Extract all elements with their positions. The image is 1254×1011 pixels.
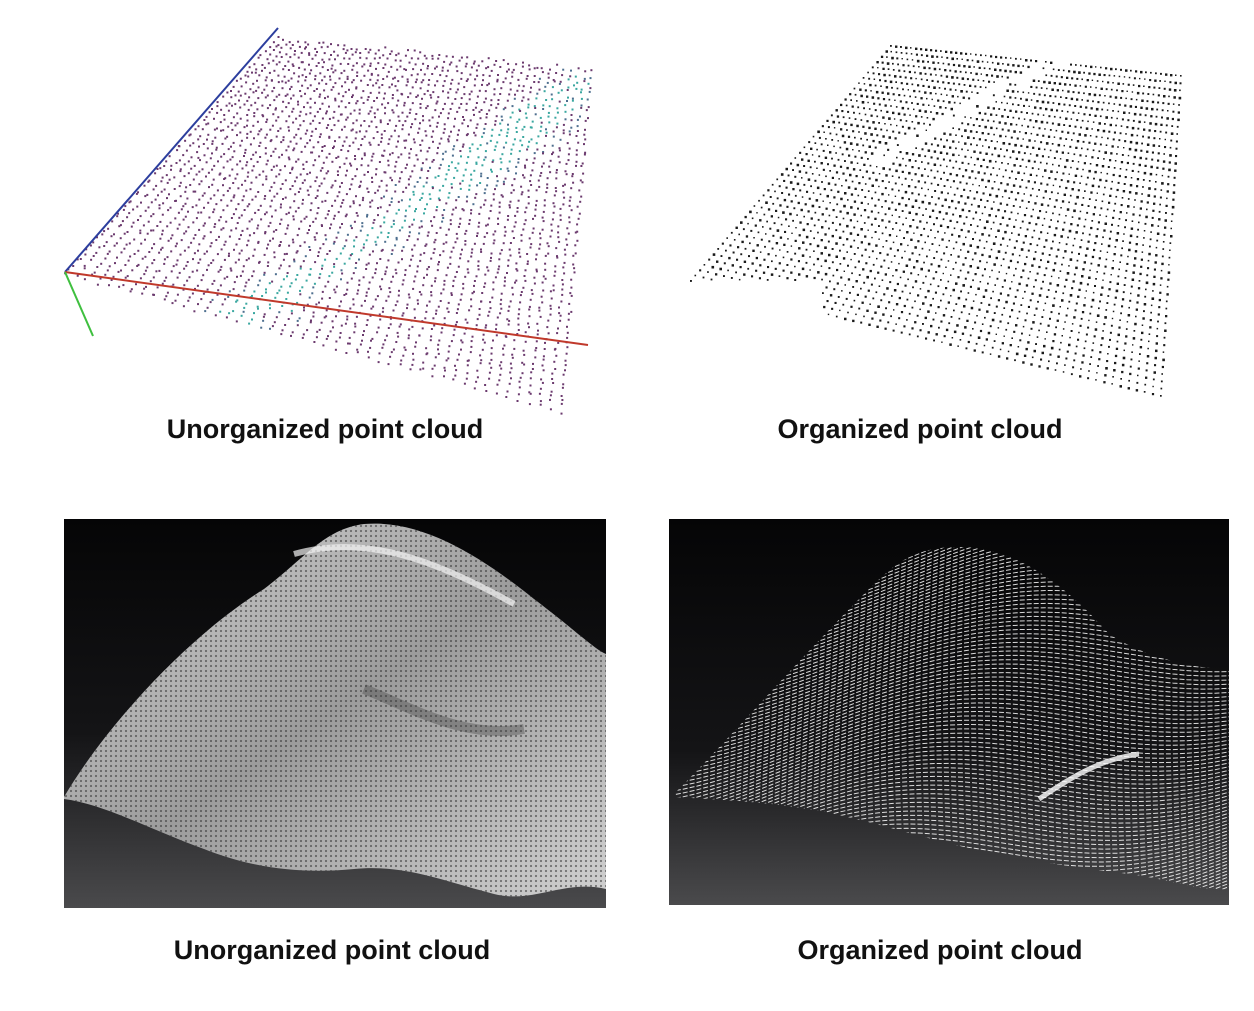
panel-top-right (670, 30, 1210, 410)
caption-bottom-left: Unorganized point cloud (173, 935, 491, 965)
caption-top-left: Unorganized point cloud (166, 414, 484, 444)
x-axis-line (64, 271, 589, 346)
organized-point-cloud-plot (690, 45, 1182, 397)
caption-bottom-right: Organized point cloud (797, 935, 1083, 965)
grid-points (690, 45, 1182, 397)
z-axis-line (64, 271, 94, 337)
caption-top-right: Organized point cloud (777, 414, 1063, 444)
y-axis-line (64, 27, 279, 273)
panel-bottom-left (64, 519, 606, 908)
unorganized-surface-render (64, 519, 606, 908)
unorganized-point-cloud-plot (64, 27, 593, 415)
scatter-points (64, 36, 593, 415)
panel-top-left (40, 20, 610, 420)
organized-surface-render (669, 519, 1229, 905)
panel-bottom-right (669, 519, 1229, 905)
surface-highlight (1037, 751, 1140, 802)
